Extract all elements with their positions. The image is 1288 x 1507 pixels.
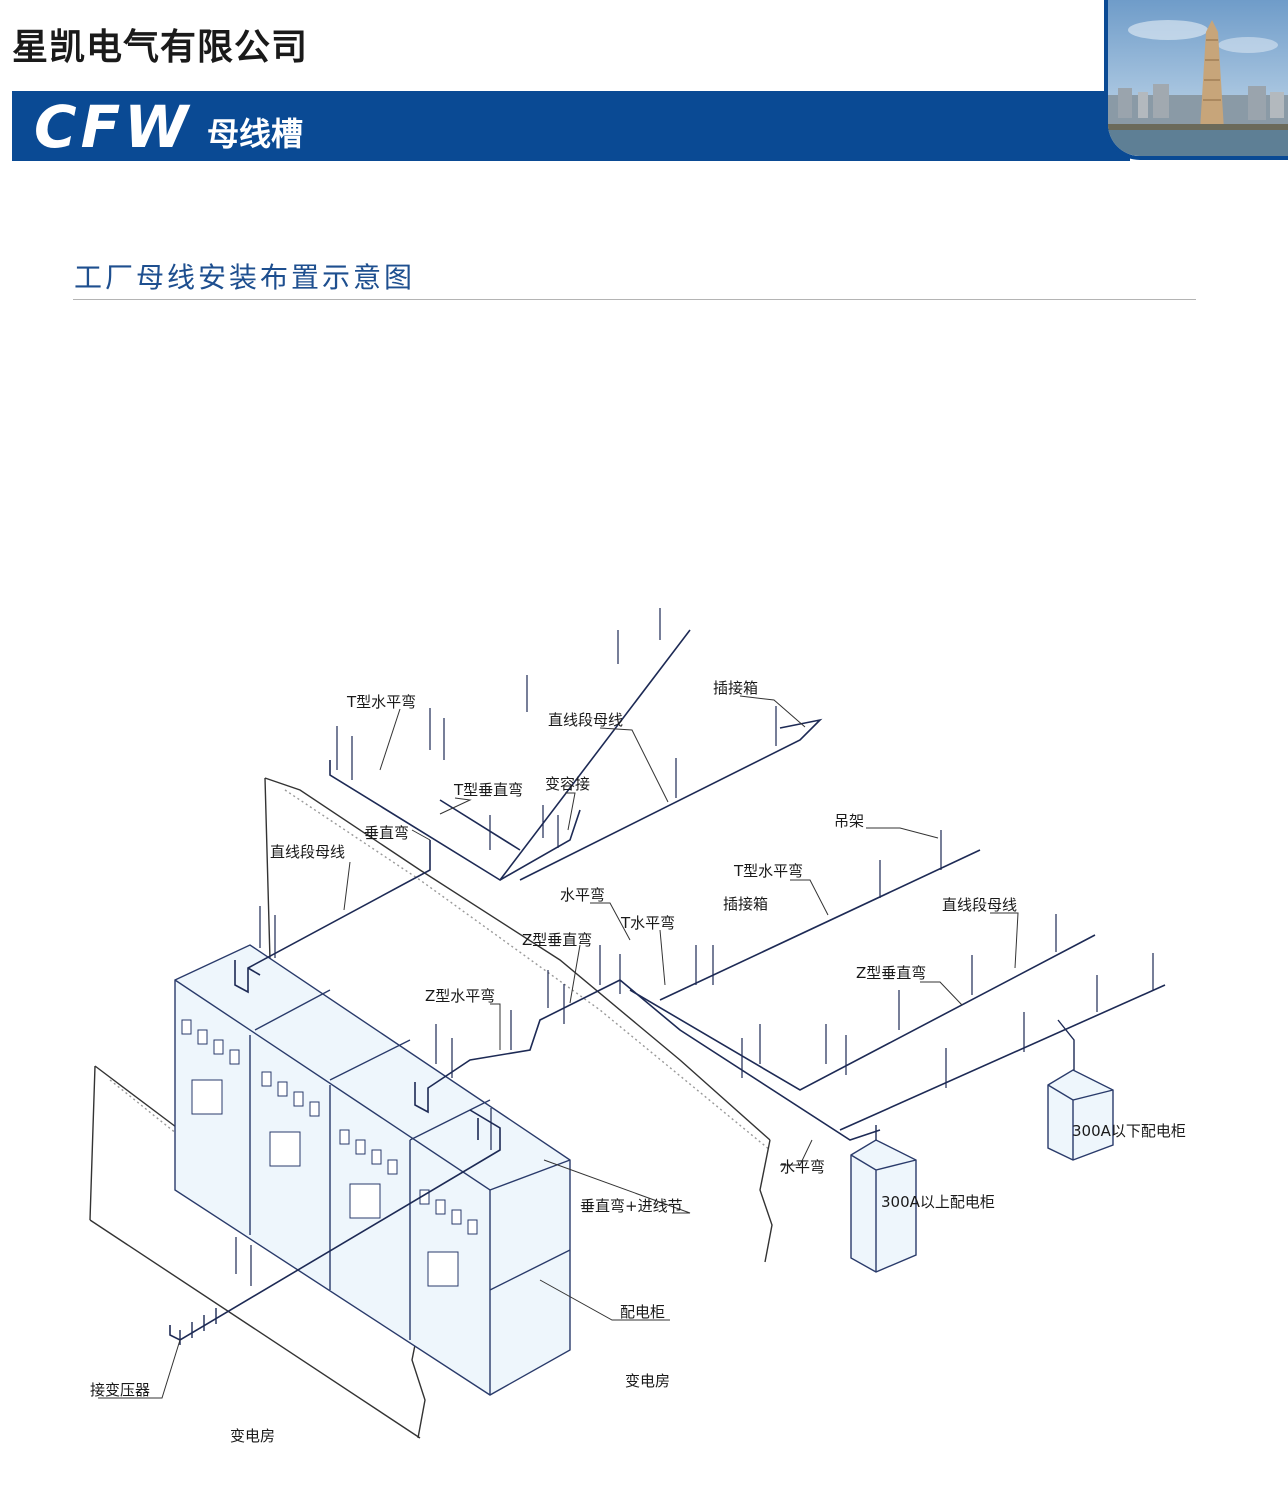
label-z-v-bend-2: Z型垂直弯 <box>856 964 926 982</box>
section-title: 工厂母线安装布置示意图 <box>74 261 416 294</box>
label-plug-box-2: 插接箱 <box>723 895 768 913</box>
leader-lines <box>98 695 1019 1399</box>
label-v-bend: 垂直弯 <box>364 824 409 842</box>
label-cabinet-above-300a: 300A以上配电柜 <box>881 1193 995 1211</box>
label-t-h-bend-1: T型水平弯 <box>346 693 416 711</box>
label-straight-bus-2: 直线段母线 <box>270 843 345 861</box>
cabinet-below-300a <box>1047 1069 1114 1161</box>
switchgear-row <box>174 944 571 1396</box>
label-cabinet-below-300a: 300A以下配电柜 <box>1072 1122 1186 1140</box>
label-reducer: 变容接 <box>545 775 590 793</box>
label-t-h-bend-2: T型水平弯 <box>733 862 803 880</box>
product-banner: CFW 母线槽 <box>12 91 1130 161</box>
busway-layout-diagram: T型水平弯 插接箱 直线段母线 T型垂直弯 变容接 垂直弯 直线段母线 吊架 T… <box>89 608 1186 1445</box>
company-name: 星凯电气有限公司 <box>12 27 309 68</box>
hanger-rods <box>235 608 1154 1286</box>
label-substation-1: 变电房 <box>625 1372 670 1390</box>
label-t-v-bend: T型垂直弯 <box>453 781 523 799</box>
label-t-h-bend-3: T水平弯 <box>620 914 675 932</box>
upper-wall <box>264 777 771 1141</box>
label-h-bend-1: 水平弯 <box>560 886 605 904</box>
city-skyline-photo <box>1104 0 1288 160</box>
label-hanger: 吊架 <box>834 812 864 830</box>
label-h-bend-2: 水平弯 <box>780 1158 825 1176</box>
label-z-h-bend: Z型水平弯 <box>425 987 495 1005</box>
label-straight-bus-3: 直线段母线 <box>942 896 1017 914</box>
meter-icons <box>181 1019 478 1287</box>
label-v-bend-inlet: 垂直弯+进线节 <box>580 1197 683 1215</box>
label-substation-2: 变电房 <box>230 1427 275 1445</box>
transformer-connectors <box>179 1308 217 1345</box>
label-switchgear: 配电柜 <box>620 1303 665 1321</box>
title-divider <box>73 299 1196 300</box>
diagram-labels: T型水平弯 插接箱 直线段母线 T型垂直弯 变容接 垂直弯 直线段母线 吊架 T… <box>90 679 1186 1445</box>
label-straight-bus-1: 直线段母线 <box>548 711 623 729</box>
label-z-v-bend-1: Z型垂直弯 <box>522 931 592 949</box>
label-transformer-conn: 接变压器 <box>90 1381 150 1399</box>
busway-lines <box>169 629 1166 1341</box>
product-name: 母线槽 <box>207 115 304 153</box>
label-plug-box-1: 插接箱 <box>713 679 758 697</box>
product-code: CFW <box>34 93 193 161</box>
